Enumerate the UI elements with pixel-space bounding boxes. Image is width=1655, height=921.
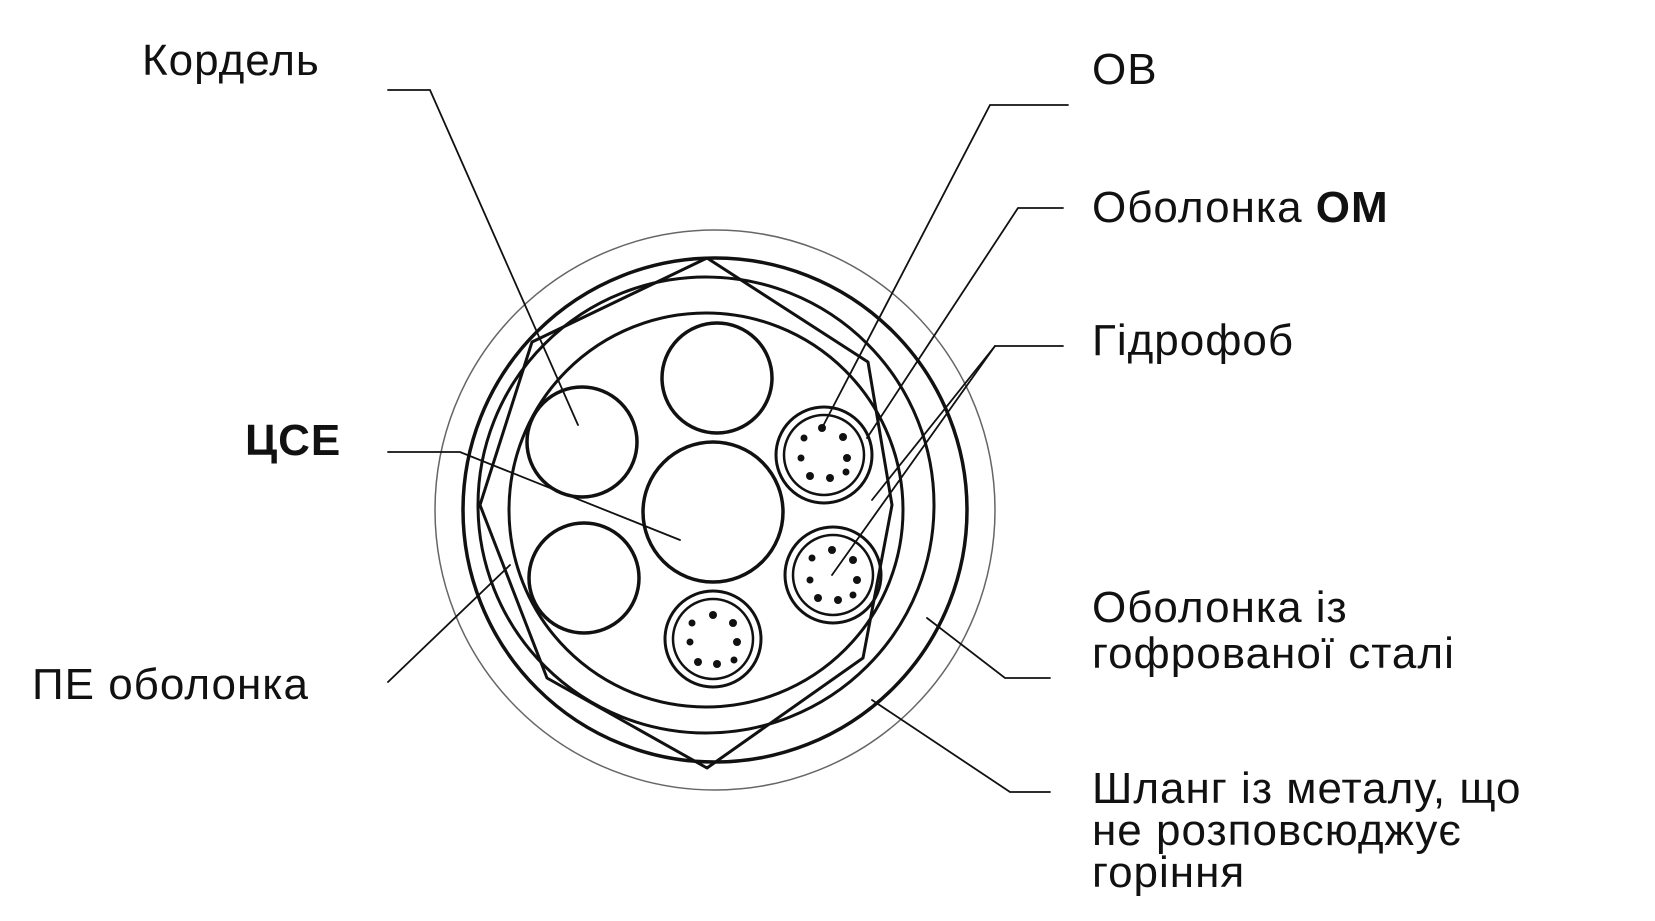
optical-module-outer-3 [663, 589, 763, 689]
leader-lines [387, 89, 1069, 793]
pe-sheath-ring [476, 275, 936, 735]
label-obolonka-om: Оболонка ОМ [1092, 185, 1389, 231]
label-gidrofob: Гідрофоб [1092, 316, 1295, 365]
optical-module-inner-1 [782, 413, 866, 497]
leader-obolonka-gofr [926, 617, 1051, 679]
leader-ov [821, 104, 1069, 429]
filler-cord-lower-left [527, 521, 641, 635]
label-obolonka-om-prefix: Оболонка [1092, 183, 1303, 232]
central-strength-element [641, 440, 785, 584]
label-shlang-line1: Шланг із металу, що [1092, 764, 1522, 813]
optical-fibers [686, 424, 861, 668]
optical-module-outer-1 [774, 405, 874, 505]
core-boundary [507, 311, 905, 709]
optical-module-inner-3 [671, 597, 755, 681]
label-obolonka-gofr: Оболонка із гофрованої сталі [1092, 585, 1455, 677]
label-shlang-line2: не розповсюджує [1092, 806, 1462, 855]
leader-kordel [387, 89, 579, 426]
filler-cord-top [660, 321, 774, 435]
outer-thin-ring [434, 229, 996, 791]
label-obolonka-om-suffix: ОМ [1315, 183, 1389, 232]
label-obolonka-gofr-line1: Оболонка із [1092, 583, 1348, 632]
leader-shlang [871, 699, 1051, 793]
leader-pe [387, 564, 511, 683]
label-pe-obolonka: ПЕ оболонка [32, 660, 309, 709]
filler-cord-upper-left [525, 385, 639, 499]
leader-obolonka-om [866, 207, 1064, 439]
optical-module-outer-2 [783, 525, 883, 625]
leader-gidrofob-2 [831, 345, 996, 576]
label-cse: ЦСЕ [245, 416, 342, 465]
leader-cse [387, 451, 681, 541]
label-shlang: Шланг із металу, що не розповсюджує горі… [1092, 764, 1522, 897]
optical-module-inner-2 [791, 533, 875, 617]
label-shlang-line3: горіння [1092, 848, 1246, 897]
label-kordel: Кордель [142, 36, 320, 85]
label-ov: ОВ [1092, 45, 1158, 94]
label-obolonka-gofr-line2: гофрованої сталі [1092, 629, 1455, 678]
